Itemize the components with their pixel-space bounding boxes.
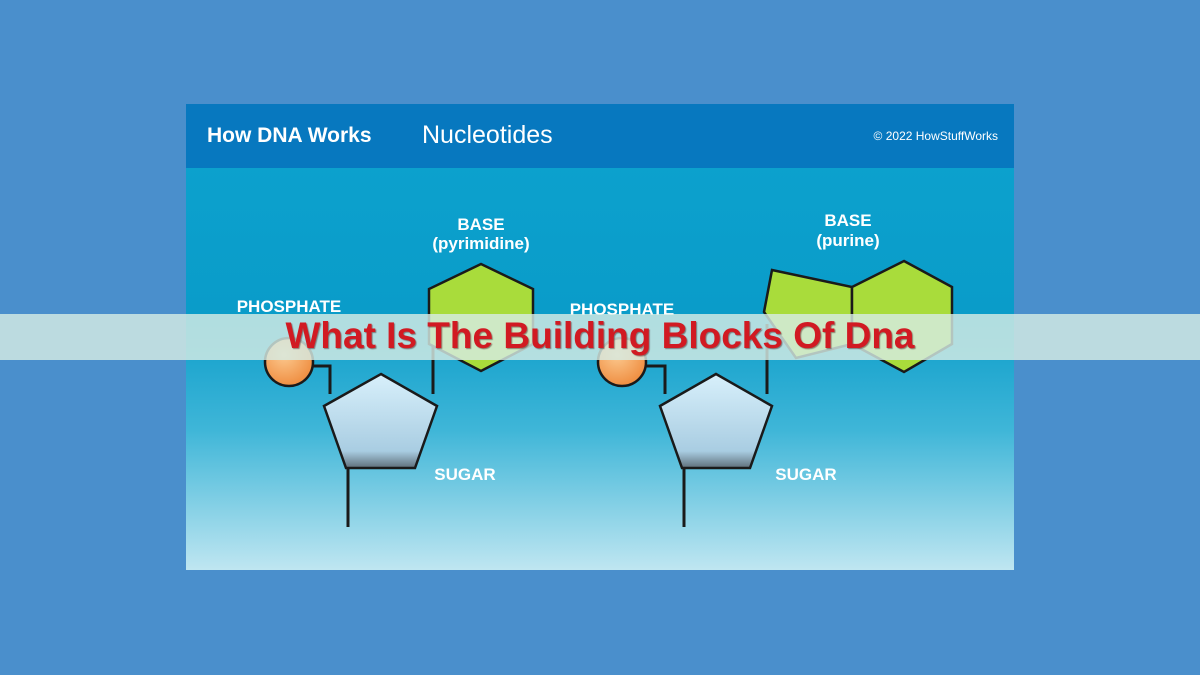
base-type-label: (purine)	[816, 231, 879, 250]
phosphate-label: PHOSPHATE	[237, 297, 342, 316]
banner-title: What Is The Building Blocks Of Dna	[285, 315, 915, 356]
title-banner: What Is The Building Blocks Of Dna	[0, 314, 1200, 360]
nucleotide-pyrimidine: PHOSPHATE BASE (pyrimidine) SUGAR	[237, 215, 535, 527]
brand-title: How DNA Works	[207, 124, 372, 147]
sugar-pentagon	[322, 372, 439, 470]
nucleotide-purine: PHOSPHATE BASE (purine) SUGAR	[570, 211, 954, 527]
base-label: BASE	[457, 215, 504, 234]
topic-title: Nucleotides	[422, 121, 553, 149]
sugar-label: SUGAR	[775, 465, 836, 484]
base-type-label: (pyrimidine)	[432, 234, 529, 253]
sugar-pentagon	[658, 372, 774, 470]
header-bar: How DNA Works Nucleotides © 2022 HowStuf…	[186, 104, 1014, 168]
copyright-notice: © 2022 HowStuffWorks	[873, 129, 998, 143]
base-label: BASE	[824, 211, 871, 230]
sugar-label: SUGAR	[434, 465, 495, 484]
